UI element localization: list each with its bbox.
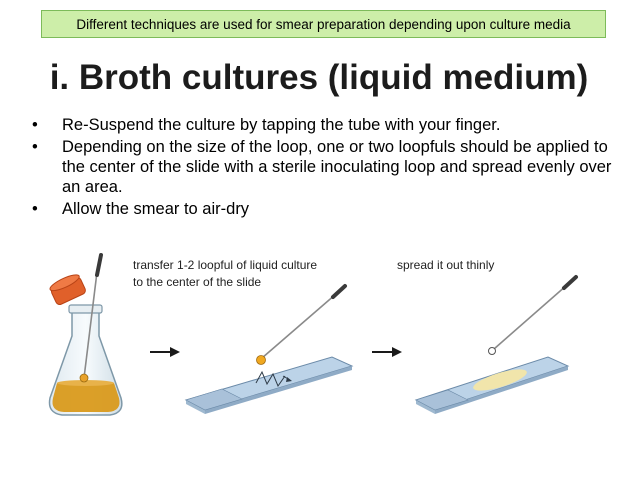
bullet-item: • Allow the smear to air-dry (30, 199, 620, 219)
bullet-text: Re-Suspend the culture by tapping the tu… (62, 116, 501, 134)
inoculating-loop-icon (488, 275, 578, 355)
glass-slide-icon (414, 356, 570, 414)
bullet-marker: • (32, 116, 38, 134)
bullet-text: Allow the smear to air-dry (62, 200, 250, 218)
spread-caption: spread it out thinly (397, 258, 495, 272)
bullet-item: • Depending on the size of the loop, one… (30, 137, 620, 197)
arrow-right-icon (150, 347, 180, 357)
transfer-caption-line-2: to the center of the slide (133, 275, 262, 289)
flask-cap-icon (49, 274, 86, 306)
banner-text: Different techniques are used for smear … (76, 16, 571, 32)
broth-liquid (52, 383, 120, 412)
thin-smear-area (473, 369, 527, 391)
inoculating-loop-icon (79, 253, 103, 383)
slide-title: i. Broth cultures (liquid medium) (49, 58, 589, 97)
transfer-caption-line-1: transfer 1-2 loopful of liquid culture (133, 258, 318, 272)
inoculating-loop-icon (256, 284, 347, 365)
transfer-caption: transfer 1-2 loopful of liquid culture t… (133, 257, 317, 291)
erlenmeyer-flask-icon (48, 304, 123, 416)
zigzag-spread-icon (255, 370, 286, 388)
bullet-list: • Re-Suspend the culture by tapping the … (30, 115, 620, 221)
bullet-item: • Re-Suspend the culture by tapping the … (30, 115, 620, 135)
arrow-right-icon (372, 347, 402, 357)
glass-slide-icon (184, 356, 354, 414)
topic-banner: Different techniques are used for smear … (41, 10, 606, 38)
bullet-text: Depending on the size of the loop, one o… (62, 138, 612, 196)
bullet-marker: • (32, 138, 38, 156)
bullet-marker: • (32, 200, 38, 218)
